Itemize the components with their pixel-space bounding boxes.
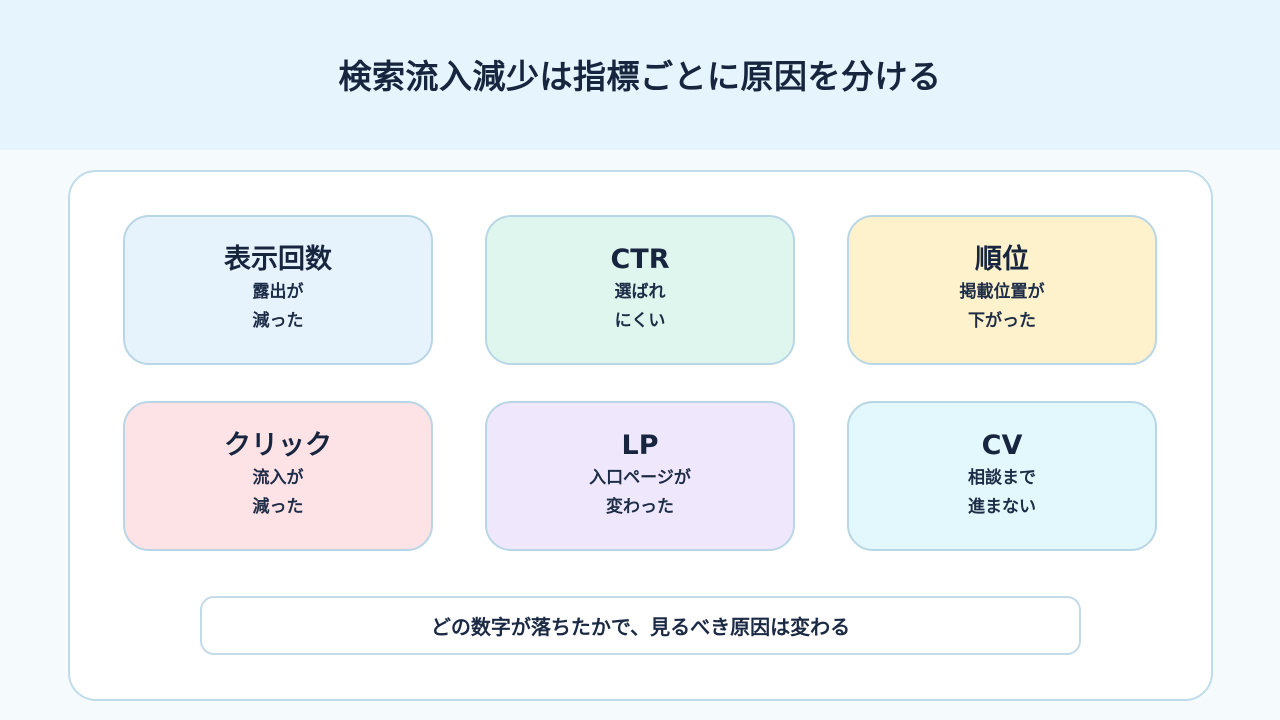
page-title: 検索流入減少は指標ごとに原因を分ける — [338, 57, 942, 96]
card-impressions: 表示回数 露出が 減った — [123, 215, 433, 365]
card-description-line: 相談まで — [968, 468, 1036, 488]
card-description: 選ばれ にくい — [615, 278, 666, 336]
card-landing-page: LP 入口ページが 変わった — [485, 401, 795, 551]
card-description-line: 減った — [252, 497, 304, 517]
card-title: CV — [981, 430, 1023, 461]
header-banner: 検索流入減少は指標ごとに原因を分ける — [0, 0, 1280, 150]
card-description: 相談まで 進まない — [968, 464, 1036, 522]
card-description: 流入が 減った — [253, 464, 304, 522]
card-clicks: クリック 流入が 減った — [123, 401, 433, 551]
card-description-line: にくい — [614, 311, 666, 331]
card-ctr: CTR 選ばれ にくい — [485, 215, 795, 365]
card-description-line: 露出が — [252, 282, 304, 302]
card-title: LP — [621, 430, 659, 461]
card-description-line: 進まない — [968, 497, 1036, 517]
card-description-line: 変わった — [605, 497, 674, 517]
card-title: クリック — [224, 430, 332, 461]
card-title: CTR — [610, 244, 670, 275]
card-description-line: 減った — [252, 311, 304, 331]
card-description-line: 流入が — [252, 468, 304, 488]
card-description-line: 入口ページが — [589, 468, 691, 488]
card-ranking: 順位 掲載位置が 下がった — [847, 215, 1157, 365]
card-description: 露出が 減った — [253, 278, 304, 336]
card-description-line: 選ばれ — [614, 282, 666, 302]
card-title: 順位 — [975, 244, 1029, 275]
card-description: 入口ページが 変わった — [589, 464, 691, 522]
card-description: 掲載位置が 下がった — [960, 278, 1045, 336]
card-title: 表示回数 — [224, 244, 332, 275]
summary-text: どの数字が落ちたかで、見るべき原因は変わる — [430, 615, 851, 639]
summary-note: どの数字が落ちたかで、見るべき原因は変わる — [200, 596, 1081, 655]
card-description-line: 掲載位置が — [959, 282, 1045, 302]
card-description-line: 下がった — [968, 311, 1036, 331]
card-conversion: CV 相談まで 進まない — [847, 401, 1157, 551]
